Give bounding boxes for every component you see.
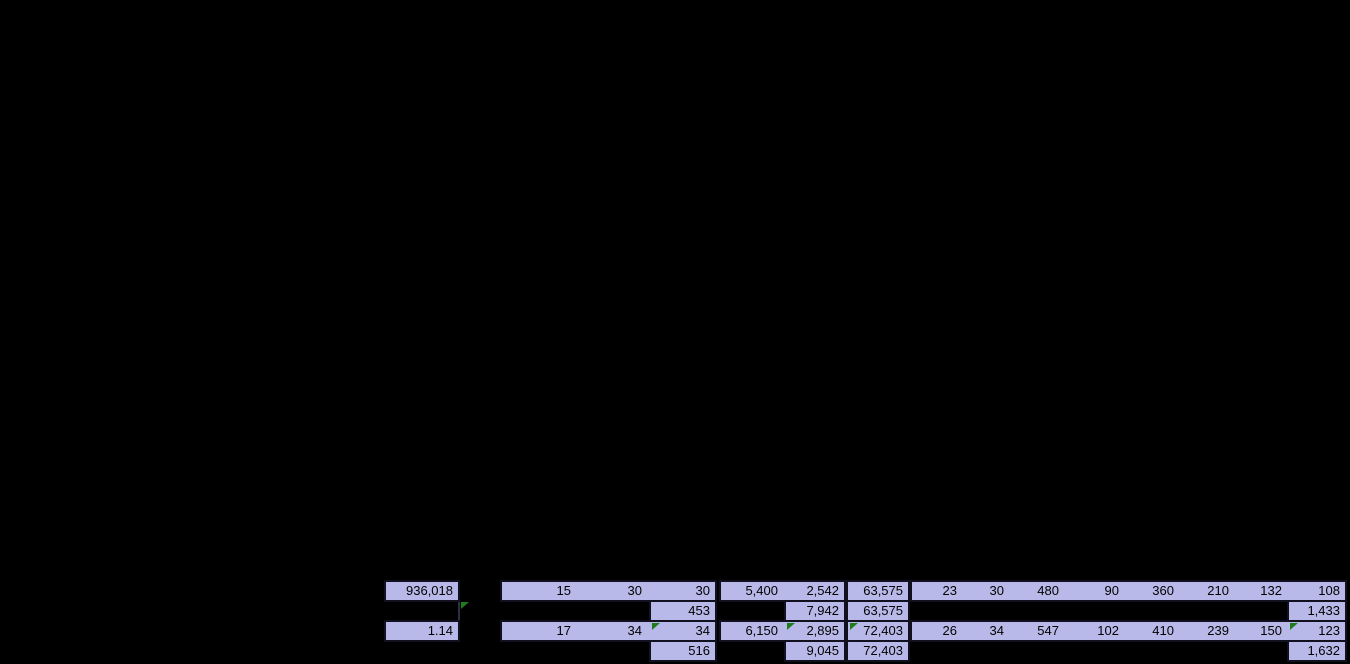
error-indicator-icon (461, 602, 469, 609)
cell-c-row3[interactable]: 34 (627, 623, 642, 638)
cell-d-row1[interactable]: 30 (695, 583, 710, 598)
cell-group-ho-row3: 26 34 547 102 410 239 150 123 (910, 620, 1347, 642)
cell-m-row1[interactable]: 210 (1207, 583, 1229, 598)
error-indicator-icon (850, 623, 858, 630)
cell-a-row1[interactable]: 936,018 (384, 580, 460, 602)
cell-d-row4[interactable]: 516 (649, 640, 717, 662)
cell-k-row1[interactable]: 90 (1104, 583, 1119, 598)
cell-o-row4[interactable]: 1,632 (1287, 640, 1347, 662)
cell-f-row3[interactable]: 2,895 (806, 623, 839, 638)
cell-g-row2[interactable]: 63,575 (846, 600, 910, 622)
cell-b-row1[interactable]: 15 (556, 583, 571, 598)
faint-gridline (458, 580, 460, 642)
cell-group-bcd-row3: 17 34 34 (500, 620, 717, 642)
cell-d-row3[interactable]: 34 (695, 623, 710, 638)
cell-n-row1[interactable]: 132 (1260, 583, 1282, 598)
cell-k-row3[interactable]: 102 (1097, 623, 1119, 638)
cell-o-row3[interactable]: 123 (1318, 623, 1340, 638)
cell-a-row3[interactable]: 1.14 (384, 620, 460, 642)
cell-h-row3[interactable]: 26 (942, 623, 957, 638)
cell-group-ho-row1: 23 30 480 90 360 210 132 108 (910, 580, 1347, 602)
cell-d-row2[interactable]: 453 (649, 600, 717, 622)
cell-n-row3[interactable]: 150 (1260, 623, 1282, 638)
cell-i-row3[interactable]: 34 (989, 623, 1004, 638)
cell-o-row1[interactable]: 108 (1318, 583, 1340, 598)
cell-e-row1[interactable]: 5,400 (745, 583, 778, 598)
error-indicator-icon (787, 623, 795, 630)
cell-group-ef-row3: 6,150 2,895 (719, 620, 846, 642)
cell-b-row3[interactable]: 17 (556, 623, 571, 638)
cell-h-row1[interactable]: 23 (942, 583, 957, 598)
cell-g-row1[interactable]: 63,575 (846, 580, 910, 602)
cell-l-row3[interactable]: 410 (1152, 623, 1174, 638)
cell-c-row1[interactable]: 30 (627, 583, 642, 598)
error-indicator-icon (1290, 623, 1298, 630)
cell-m-row3[interactable]: 239 (1207, 623, 1229, 638)
cell-f-row1[interactable]: 2,542 (806, 583, 839, 598)
cell-group-bcd-row1: 15 30 30 (500, 580, 717, 602)
cell-group-ef-row1: 5,400 2,542 (719, 580, 846, 602)
cell-f-row2[interactable]: 7,942 (784, 600, 846, 622)
cell-e-row3[interactable]: 6,150 (745, 623, 778, 638)
cell-i-row1[interactable]: 30 (989, 583, 1004, 598)
cell-g-row4[interactable]: 72,403 (846, 640, 910, 662)
cell-j-row1[interactable]: 480 (1037, 583, 1059, 598)
cell-l-row1[interactable]: 360 (1152, 583, 1174, 598)
cell-j-row3[interactable]: 547 (1037, 623, 1059, 638)
cell-f-row4[interactable]: 9,045 (784, 640, 846, 662)
error-indicator-icon (652, 623, 660, 630)
cell-o-row2[interactable]: 1,433 (1287, 600, 1347, 622)
